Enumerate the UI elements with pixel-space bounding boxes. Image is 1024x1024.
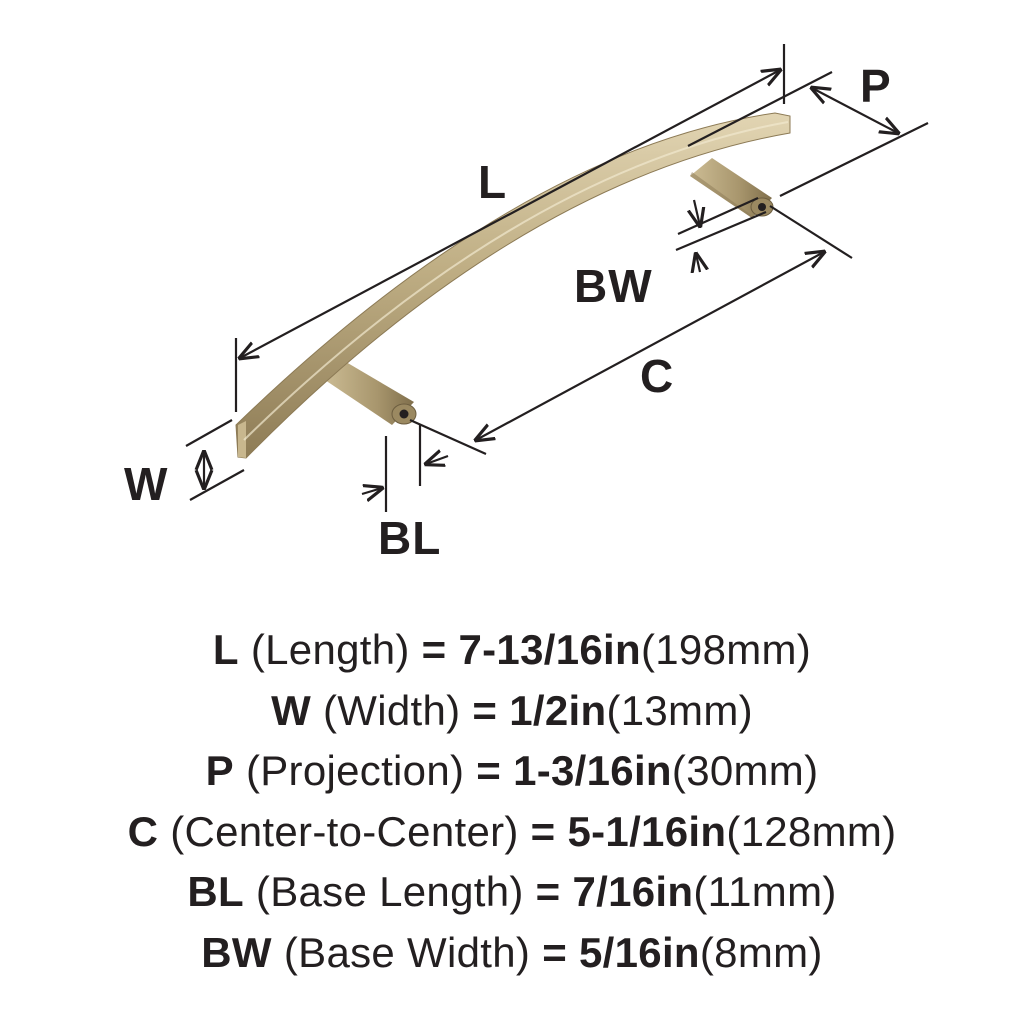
spec-name: (Length)	[250, 626, 410, 673]
spec-mm: (198mm)	[640, 626, 812, 673]
dimension-BL: BL	[361, 424, 449, 564]
dimension-W: W	[124, 419, 245, 510]
spec-letter: P	[205, 747, 234, 794]
spec-inches: 1-3/16in	[513, 747, 672, 794]
dimension-BW: BW	[574, 196, 767, 312]
label-P: P	[860, 60, 892, 112]
spec-name: (Center-to-Center)	[170, 807, 519, 855]
spec-inches: 7/16in	[572, 868, 694, 915]
left-post	[322, 362, 417, 425]
spec-mm: (30mm)	[671, 747, 819, 794]
spec-mm: (13mm)	[606, 686, 753, 734]
spec-equals: =	[476, 747, 502, 794]
spec-row-projection: P (Projection) = 1-3/16in(30mm)	[0, 741, 1024, 802]
spec-row-base-width: BW (Base Width) = 5/16in(8mm)	[0, 923, 1024, 984]
spec-name: (Width)	[323, 686, 461, 734]
spec-name: (Base Length)	[255, 868, 524, 915]
spec-equals: =	[535, 868, 561, 915]
spec-row-length: L (Length) = 7-13/16in(198mm)	[0, 620, 1024, 681]
dimension-C: C	[409, 205, 853, 456]
spec-list: L (Length) = 7-13/16in(198mm) W (Width) …	[0, 620, 1024, 983]
spec-name: (Base Width)	[283, 928, 531, 976]
spec-name: (Projection)	[245, 747, 465, 794]
spec-mm: (11mm)	[693, 868, 837, 915]
handle-dimension-diagram: L P BW C W BL	[124, 44, 929, 564]
spec-inches: 1/2in	[509, 686, 607, 734]
spec-row-center-to-center: C (Center-to-Center) = 5-1/16in(128mm)	[0, 802, 1024, 863]
label-C: C	[640, 350, 674, 402]
dimension-P: P	[687, 60, 929, 197]
spec-inches: 5-1/16in	[567, 807, 727, 855]
label-BL: BL	[378, 512, 441, 564]
spec-letter: BL	[187, 868, 244, 915]
spec-equals: =	[530, 807, 556, 855]
spec-mm: (8mm)	[699, 928, 823, 976]
spec-letter: W	[271, 686, 312, 734]
label-BW: BW	[574, 260, 653, 312]
label-L: L	[478, 156, 507, 208]
spec-equals: =	[421, 626, 447, 673]
label-W: W	[124, 458, 168, 510]
spec-row-base-length: BL (Base Length) = 7/16in(11mm)	[0, 862, 1024, 923]
spec-letter: BW	[201, 928, 272, 976]
spec-letter: L	[212, 626, 239, 673]
spec-row-width: W (Width) = 1/2in(13mm)	[0, 681, 1024, 742]
dimension-L: L	[236, 44, 784, 412]
spec-mm: (128mm)	[726, 807, 897, 855]
spec-equals: =	[472, 686, 498, 734]
spec-letter: C	[127, 807, 159, 855]
spec-inches: 5/16in	[579, 928, 700, 976]
spec-equals: =	[542, 928, 568, 976]
spec-inches: 7-13/16in	[458, 626, 641, 673]
